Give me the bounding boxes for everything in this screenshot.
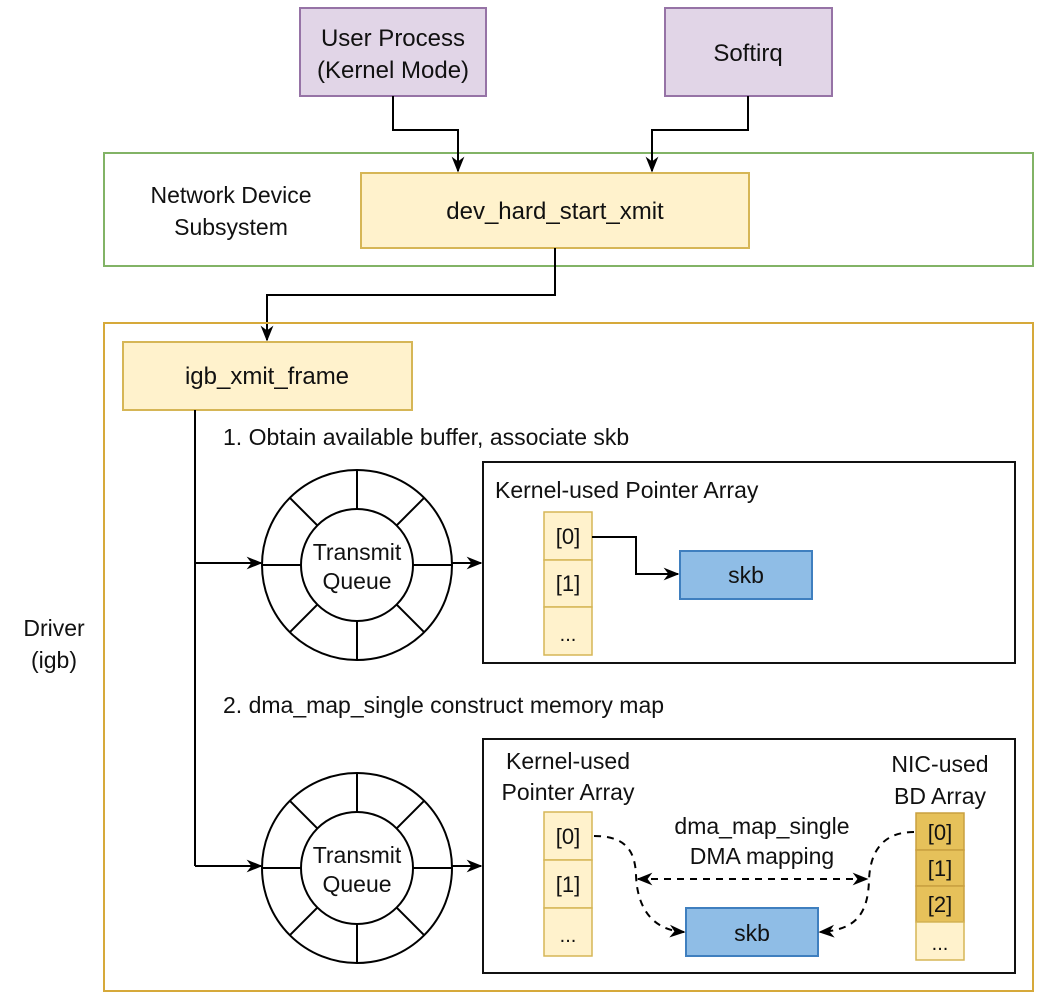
user-process-box: User Process (Kernel Mode) [299,7,487,97]
queue-label-line2: Queue [322,871,391,897]
ring-slot-divider [289,800,319,830]
step2-skb-box: skb [685,907,819,957]
pointer-cell [543,859,593,909]
ring-inner [300,811,414,925]
pointer-cell-label: ... [560,624,577,646]
pointer-cell [543,511,593,561]
queue-label-line1: Transmit [313,539,402,565]
softirq-label: Softirq [713,40,782,67]
ring-slot-divider [395,497,425,527]
queue-label-line2: Queue [322,568,391,594]
driver-label-line1: Driver [23,615,85,641]
igb-xmit-frame-box: igb_xmit_frame [122,341,413,411]
network-device-subsystem: Network Device Subsystem [103,152,1034,267]
skb-label: skb [734,920,770,946]
nic-bd-array: [0] [1] [2] ... [915,812,965,961]
pointer-cell [543,811,593,861]
kernel-array-title-line1: Kernel-used [506,748,630,774]
step2-pointer-array: [0] [1] ... [543,811,593,957]
pointer-cell [543,606,593,656]
step1-pointer-array: [0] [1] ... [543,511,593,656]
bd-cell-label: [2] [928,892,952,917]
bd-cell-label: [0] [928,820,952,845]
user-process-label-line1: User Process [321,25,465,52]
ring-slot-divider [395,906,425,936]
pointer-cell [543,559,593,608]
pointer-cell-label: [1] [556,571,580,596]
user-process-to-dev-arrow [392,96,465,173]
dev-hard-start-xmit-box: dev_hard_start_xmit [360,172,750,249]
ring-slot-divider [395,800,425,830]
step1-skb-box: skb [679,550,813,600]
dev-hard-start-xmit-label: dev_hard_start_xmit [446,198,664,225]
pointer-cell-label: ... [560,925,577,947]
bd-cell-label: ... [932,933,949,955]
skb-label: skb [728,562,764,588]
softirq-box: Softirq [664,7,833,97]
step1-panel-title: Kernel-used Pointer Array [495,477,759,503]
nic-array-title-line2: BD Array [894,783,987,809]
pointer-cell [543,907,593,957]
mapping-label-line2: DMA mapping [690,843,834,869]
bd-cell [915,921,965,961]
bd-cell-label: [1] [928,856,952,881]
pointer-cell-label: [0] [556,524,580,549]
pointer-to-skb-arrow [592,536,680,581]
ring-slot-divider [289,603,319,633]
driver-container: Driver (igb) [23,322,1034,992]
softirq-to-dev-arrow [645,96,749,173]
step1-caption: 1. Obtain available buffer, associate sk… [223,424,629,450]
queue-label-line1: Transmit [313,842,402,868]
driver-label-line2: (igb) [31,647,77,673]
pointer-to-skb-dashed-arrow [593,835,686,938]
bd-cell [915,885,965,923]
igb-xmit-frame-label: igb_xmit_frame [185,363,349,390]
subsystem-label-line1: Network Device [150,182,311,208]
ring-slot-divider [289,906,319,936]
ring-slot-divider [395,603,425,633]
mapping-label-line1: dma_map_single [674,813,849,839]
bd-cell [915,812,965,851]
pointer-cell-label: [0] [556,824,580,849]
subsystem-label-line2: Subsystem [174,214,288,240]
nic-array-title-line1: NIC-used [891,751,988,777]
pointer-cell-label: [1] [556,872,580,897]
user-process-label-line2: (Kernel Mode) [317,57,469,84]
kernel-array-title-line2: Pointer Array [502,779,635,805]
ring-slot-divider [289,497,319,527]
step2-caption: 2. dma_map_single construct memory map [223,692,664,718]
dev-to-igb-arrow [260,248,556,342]
ring-inner [300,508,414,622]
